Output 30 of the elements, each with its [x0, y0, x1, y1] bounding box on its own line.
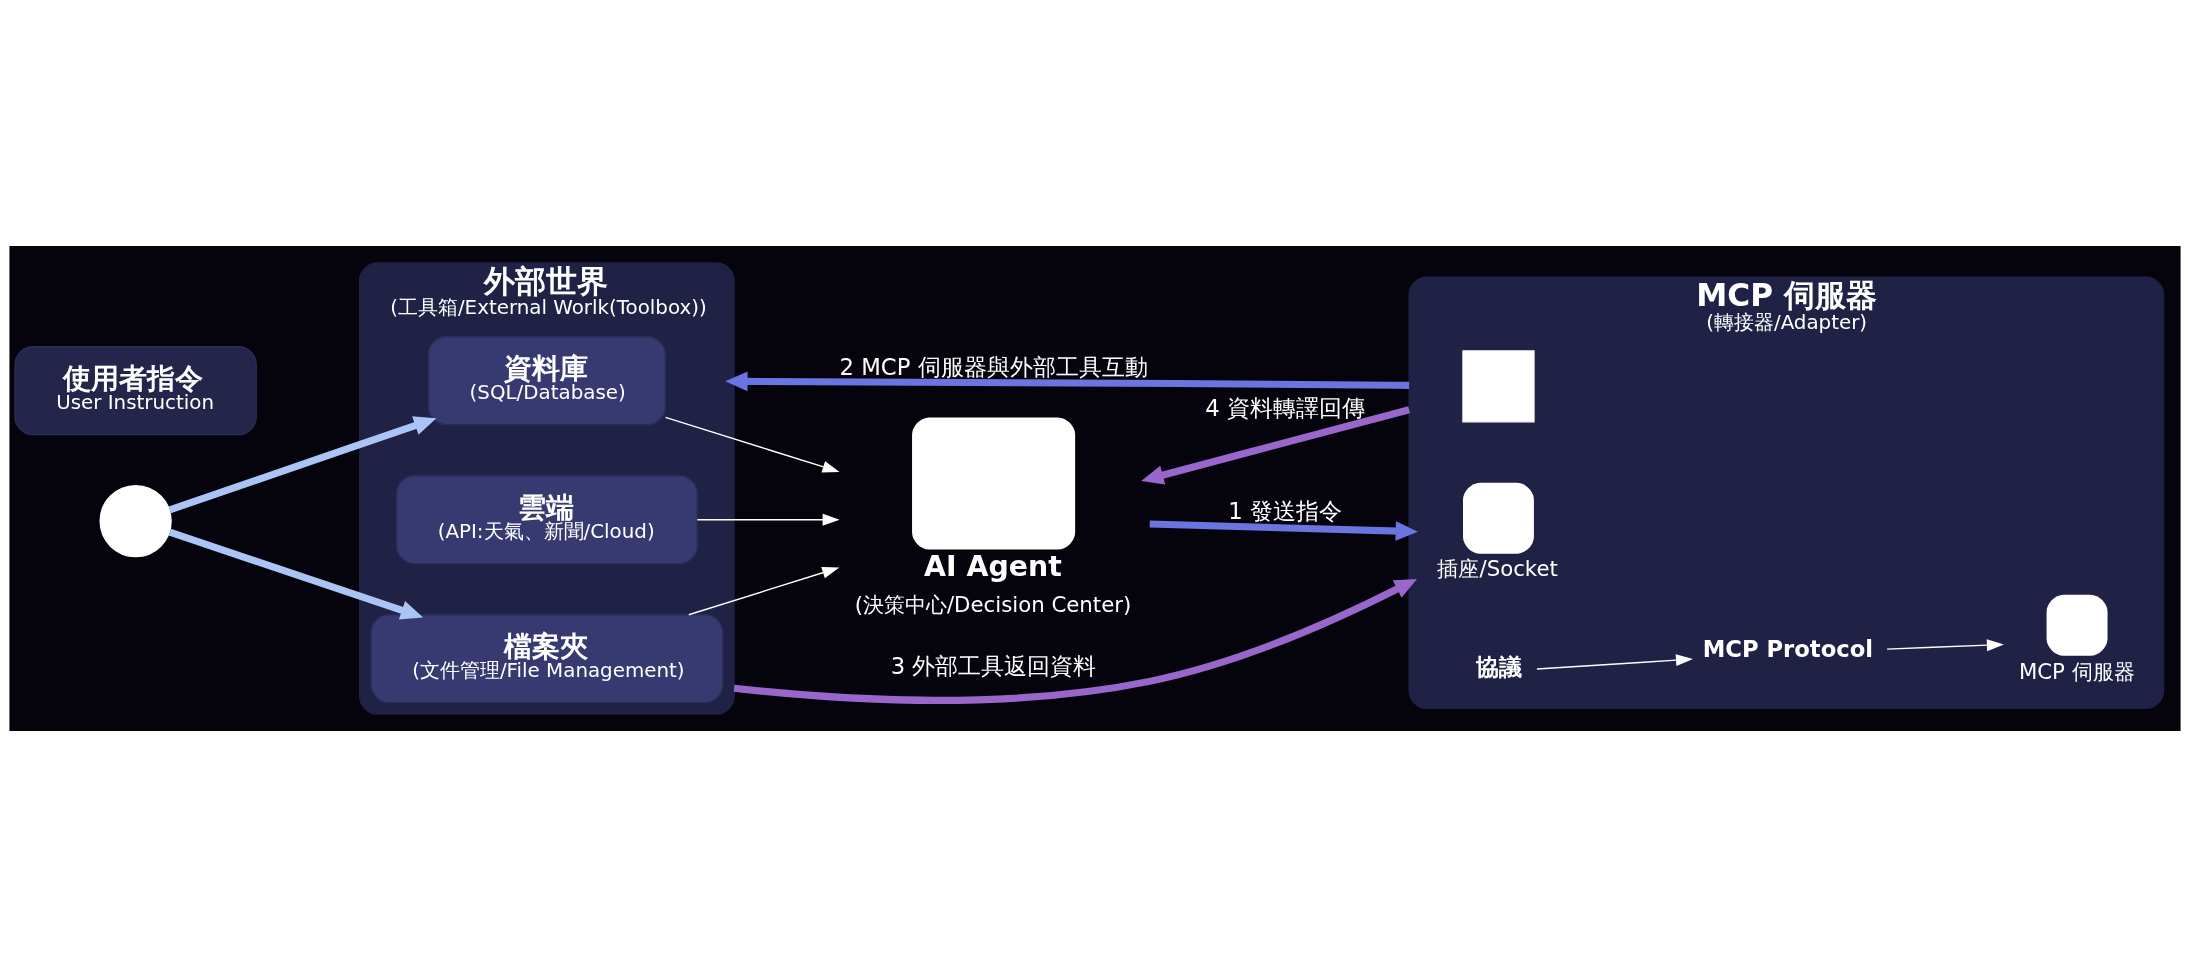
node-label: AI Agent — [924, 549, 1062, 583]
arrow — [688, 566, 840, 615]
node-box: 檔案夾 (文件管理/File Management) — [370, 613, 724, 703]
arrow — [696, 513, 840, 526]
arrow — [1141, 405, 1411, 485]
arrow — [1149, 520, 1418, 541]
node-box — [2046, 594, 2108, 656]
node-circle — [99, 484, 172, 557]
node-box — [1463, 482, 1534, 554]
edge-label: 3 外部工具返回資料 — [890, 652, 1097, 679]
node-label: (決策中心/Decision Center) — [854, 591, 1132, 617]
node-text: 協議 — [1475, 653, 1522, 680]
node-box: 雲端 (API:天氣、新聞/Cloud) — [395, 474, 698, 564]
node-text: MCP Protocol — [1702, 635, 1874, 662]
node-box: 使用者指令 User Instruction — [14, 345, 257, 435]
edge-label: 2 MCP 伺服器與外部工具互動 — [839, 353, 1148, 380]
edge-label: 1 發送指令 — [1228, 497, 1342, 524]
node-box — [1462, 349, 1535, 423]
arrow — [168, 415, 437, 513]
arrow — [1886, 638, 2004, 651]
arrow — [664, 416, 840, 472]
arrow — [1536, 653, 1693, 670]
arrow — [733, 578, 1417, 704]
node-cloud — [912, 417, 1076, 549]
node-box: 資料庫 (SQL/Database) — [427, 335, 666, 425]
arrow — [725, 371, 1410, 391]
arrow — [168, 528, 424, 620]
node-label: 插座/Socket — [1437, 555, 1558, 581]
edge-label: 4 資料轉譯回傳 — [1205, 394, 1365, 421]
node-label: MCP 伺服器 — [2018, 658, 2135, 684]
